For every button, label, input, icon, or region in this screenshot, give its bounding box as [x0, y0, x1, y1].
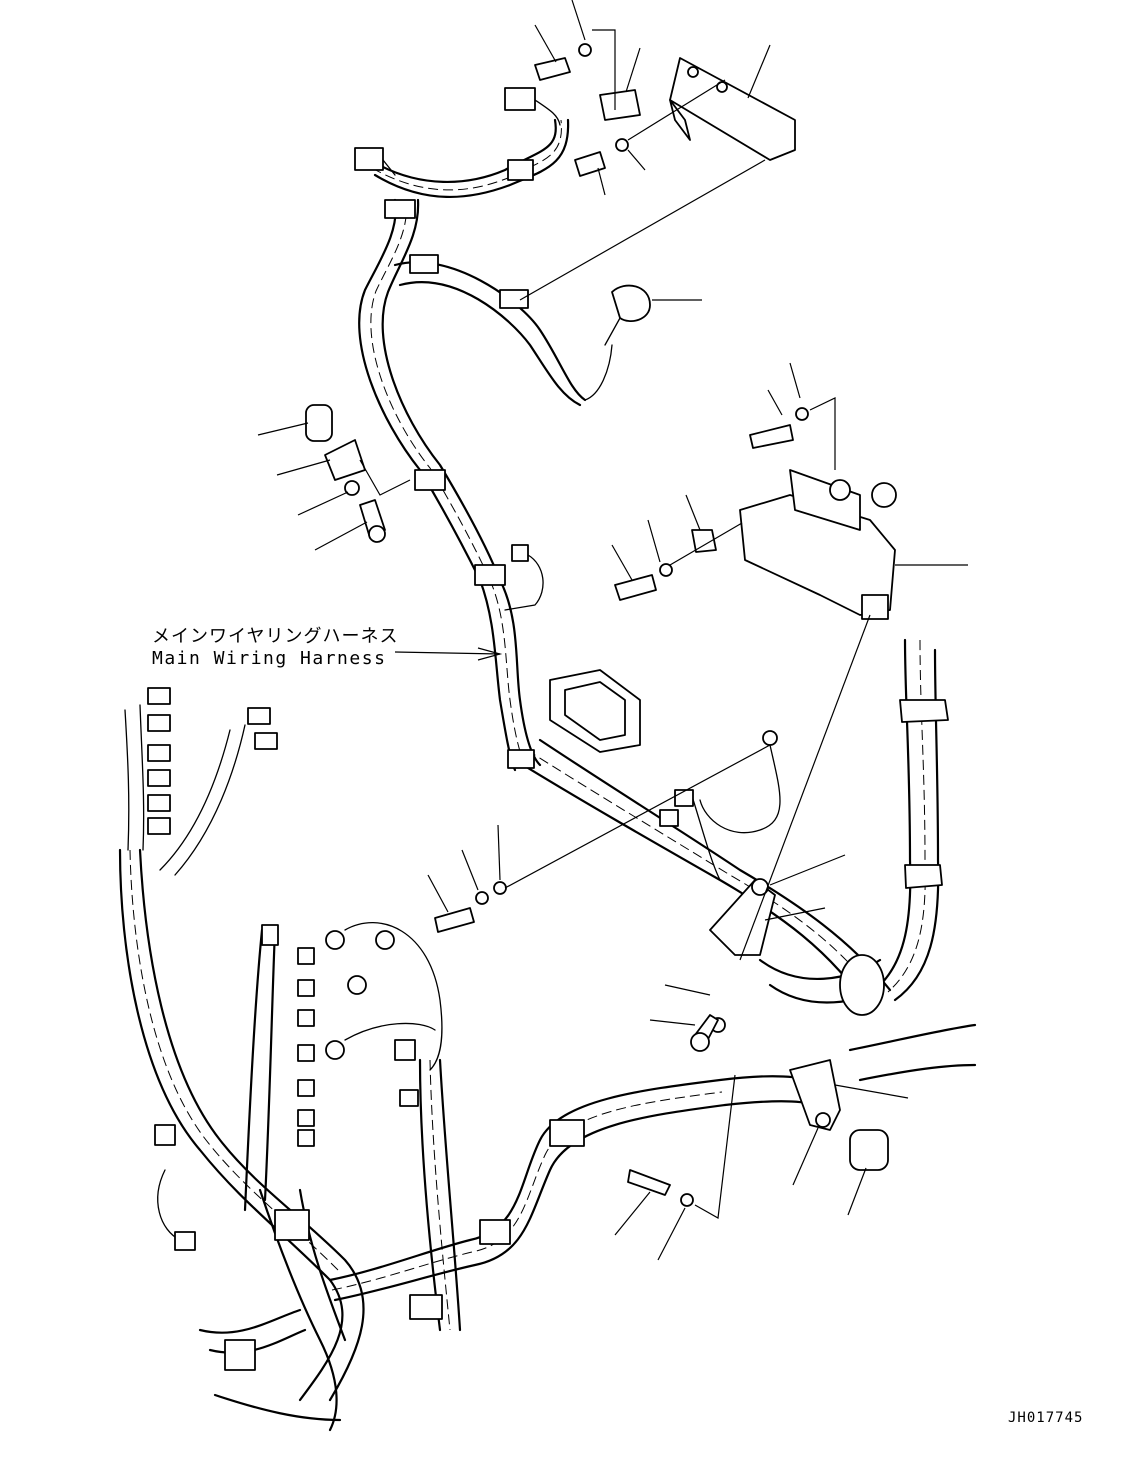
harness-callout-japanese: メインワイヤリングハーネス: [152, 626, 399, 647]
left-connector-branch: [124, 687, 278, 1251]
right-bracket: [614, 407, 897, 620]
large-connector: [549, 669, 781, 881]
center-clamp-parts: [434, 878, 776, 1052]
right-vertical-harness: [839, 638, 949, 1016]
center-connector-cluster: [261, 922, 443, 1147]
leader-lines: [257, 0, 968, 1261]
top-connectors: [354, 87, 561, 611]
harness-callout-english: Main Wiring Harness: [152, 648, 387, 669]
left-clamp-parts: [305, 284, 651, 543]
harness-clips: [154, 159, 585, 1371]
drawing-number: JH017745: [1008, 1410, 1084, 1426]
lower-clamp-parts: [627, 1059, 889, 1207]
lower-harness: [118, 848, 817, 1432]
upper-bracket: [534, 43, 796, 177]
